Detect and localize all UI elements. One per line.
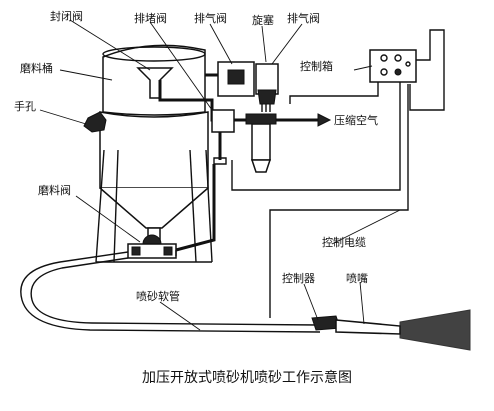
control-box-label: 控制箱: [300, 59, 333, 73]
cock-label: 旋塞: [252, 13, 274, 27]
diagram-caption: 加压开放式喷砂机喷砂工作示意图: [142, 369, 352, 386]
controller-label: 控制器: [282, 271, 315, 285]
hand-hole: [83, 111, 107, 133]
nozzle-label: 喷嘴: [346, 272, 368, 285]
blast-hose: [20, 250, 321, 333]
blast-hose-label: 喷砂软管: [136, 289, 180, 303]
leader-lines: [39, 19, 401, 331]
abrasive-valve-label: 磨料阀: [38, 183, 71, 197]
control-cable-label: 控制电缆: [322, 235, 366, 249]
abrasive-tank-label: 磨料桶: [20, 61, 53, 75]
exhaust-valve-label-2: 排气阀: [287, 11, 320, 25]
abrasive-valve: [127, 234, 177, 259]
air-piping: [158, 61, 332, 252]
controller-and-nozzle: [311, 309, 471, 351]
exhaust-valve-label-1: 排气阀: [194, 11, 227, 25]
block-valve-label: 排堵阀: [134, 11, 167, 25]
control-box: [231, 29, 445, 318]
compressed-air-label: 压缩空气: [334, 113, 378, 127]
hand-hole-label: 手孔: [14, 99, 36, 113]
seal-valve-label: 封闭阀: [50, 9, 83, 23]
abrasive-hopper: [102, 44, 206, 116]
